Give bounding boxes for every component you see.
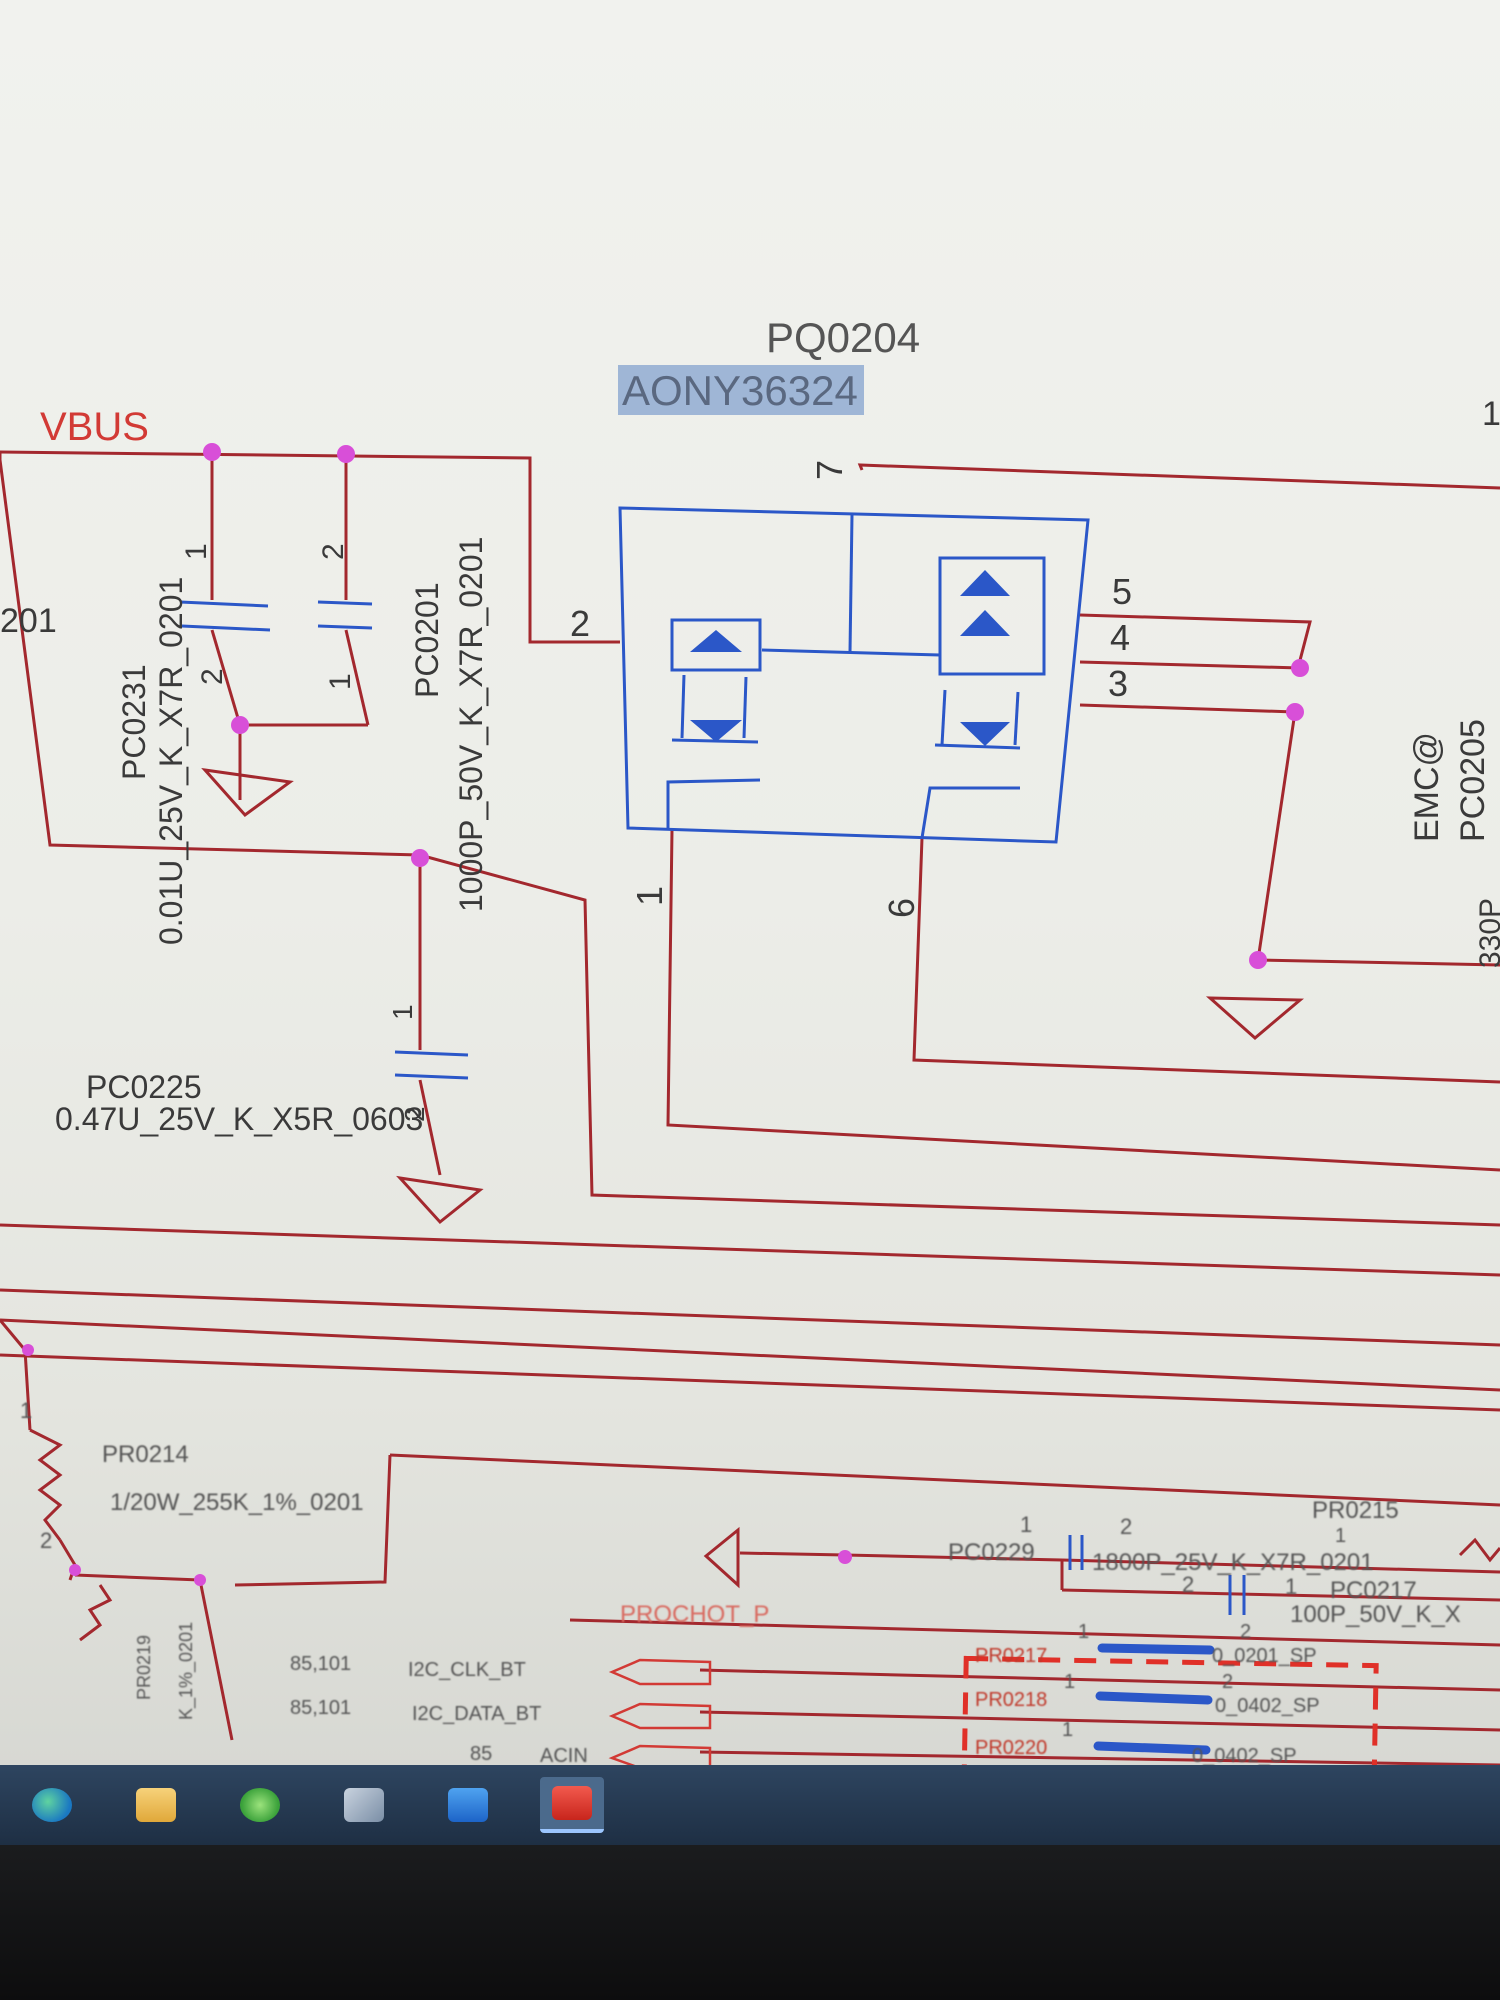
small-capacitors <box>1068 1535 1246 1615</box>
pin-4-label: 4 <box>1110 617 1130 658</box>
chat-app-icon <box>240 1788 280 1822</box>
pc0205-ref: PC0205 <box>1454 719 1492 842</box>
signal-1-page: 85,101 <box>290 1697 351 1719</box>
pr0218-pin1: 1 <box>1064 1671 1075 1693</box>
pc0225-ref: PC0225 <box>86 1069 202 1105</box>
pc0217-ref: PC0217 <box>1330 1577 1417 1604</box>
signal-arrows <box>608 1658 712 1765</box>
pr0217-pin2: 2 <box>1240 1621 1251 1643</box>
taskbar-image-viewer[interactable] <box>332 1777 396 1833</box>
signal-2-page: 85 <box>470 1743 492 1765</box>
pc0231-ref: PC0231 <box>116 664 152 780</box>
pr0220-pin1: 1 <box>1062 1719 1073 1741</box>
pr0214-pin2: 2 <box>40 1528 52 1553</box>
pr0220-value: 0_0402_SP <box>1192 1745 1297 1765</box>
pr0214-pin1: 1 <box>20 1398 32 1423</box>
part-ref-pq0204: PQ0204 <box>766 314 920 361</box>
signal-1-name: I2C_DATA_BT <box>412 1703 541 1725</box>
pr0214-value: 1/20W_255K_1%_0201 <box>110 1489 364 1516</box>
pin-5-label: 5 <box>1112 571 1132 612</box>
right-edge-text: 1 <box>1482 395 1500 433</box>
net-label-prochot: PROCHOT_P <box>620 1601 769 1628</box>
pc0217-pin2: 2 <box>1182 1572 1194 1597</box>
pc0217-pin1: 1 <box>1285 1574 1297 1599</box>
ground-symbols <box>201 767 1304 1589</box>
pc0231-value: 0.01U_25V_K_X7R_0201 <box>153 577 189 945</box>
symbols <box>179 506 1090 1080</box>
image-viewer-icon <box>344 1788 384 1822</box>
pr0217-pin1: 1 <box>1078 1621 1089 1643</box>
pc0201-pin2: 2 <box>317 543 350 560</box>
pc0205-value: 330P <box>1474 898 1500 968</box>
pin-2-label: 2 <box>570 603 590 644</box>
pr0214-ref: PR0214 <box>102 1441 189 1468</box>
diode-arrows <box>690 570 1010 746</box>
edge-browser-icon <box>32 1788 72 1822</box>
signal-0-page: 85,101 <box>290 1653 351 1675</box>
left-edge-text: 201 <box>0 602 57 640</box>
emc-label: EMC@ <box>1408 732 1446 842</box>
resistor-zigzags <box>29 1428 1500 1642</box>
pr0220-ref: PR0220 <box>975 1737 1047 1759</box>
pc0231-pin1: 1 <box>180 543 213 560</box>
schematic-canvas[interactable]: VBUS PQ0204 AONY36324 201 1 2 5 4 3 7 1 … <box>0 0 1500 1765</box>
pc0229-pin2: 2 <box>1120 1514 1132 1539</box>
pr0218-value: 0_0402_SP <box>1215 1695 1320 1717</box>
net-label-vbus: VBUS <box>40 405 149 449</box>
pc0225-pin2: 2 <box>399 1106 430 1122</box>
pr0217-ref: PR0217 <box>975 1645 1047 1667</box>
pc0201-value: 1000P_50V_K_X7R_0201 <box>453 537 489 912</box>
pr0215-pin1: 1 <box>1335 1525 1346 1547</box>
pr0218-ref: PR0218 <box>975 1689 1047 1711</box>
pr0215-ref: PR0215 <box>1312 1497 1399 1524</box>
pin-6-label: 6 <box>881 898 922 918</box>
short-bars <box>1093 1643 1215 1755</box>
part-value-aony36324: AONY36324 <box>622 367 858 414</box>
monitor-bezel <box>0 1845 1500 2000</box>
windows-taskbar <box>0 1765 1500 1845</box>
pr0219-ref: PR0219 <box>134 1635 154 1700</box>
part-value-highlight <box>618 365 864 415</box>
pr0218-pin2: 2 <box>1222 1671 1233 1693</box>
pdf-reader-icon <box>552 1786 592 1820</box>
pin-1-label: 1 <box>629 886 670 906</box>
pc0201-ref: PC0201 <box>409 582 445 698</box>
pc0201-pin1: 1 <box>324 673 357 690</box>
taskbar-chat-app[interactable] <box>228 1777 292 1833</box>
selection-dashed-box <box>961 1655 1379 1765</box>
pc0217-value: 100P_50V_K_X <box>1290 1601 1461 1628</box>
taskbar-file-explorer[interactable] <box>124 1777 188 1833</box>
signal-0-name: I2C_CLK_BT <box>408 1659 526 1681</box>
pc0229-value: 1800P_25V_K_X7R_0201 <box>1092 1549 1374 1576</box>
junction-dots <box>22 443 1309 1586</box>
pc0225-value: 0.47U_25V_K_X5R_0603 <box>55 1101 423 1137</box>
mail-icon <box>448 1788 488 1822</box>
file-explorer-icon <box>136 1788 176 1822</box>
pr0217-value: 0_0201_SP <box>1212 1645 1317 1667</box>
signal-2-name: ACIN <box>540 1745 588 1765</box>
pr0219-value: K_1%_0201 <box>176 1622 197 1720</box>
taskbar-mail[interactable] <box>436 1777 500 1833</box>
pc0229-ref: PC0229 <box>948 1539 1035 1566</box>
taskbar-edge-browser[interactable] <box>20 1777 84 1833</box>
pc0231-pin2: 2 <box>196 668 229 685</box>
pc0225-pin1: 1 <box>387 1004 418 1020</box>
taskbar-pdf-reader[interactable] <box>540 1777 604 1833</box>
pin-3-label: 3 <box>1108 663 1128 704</box>
pc0229-pin1: 1 <box>1020 1512 1032 1537</box>
pin-7-label: 7 <box>809 460 850 480</box>
